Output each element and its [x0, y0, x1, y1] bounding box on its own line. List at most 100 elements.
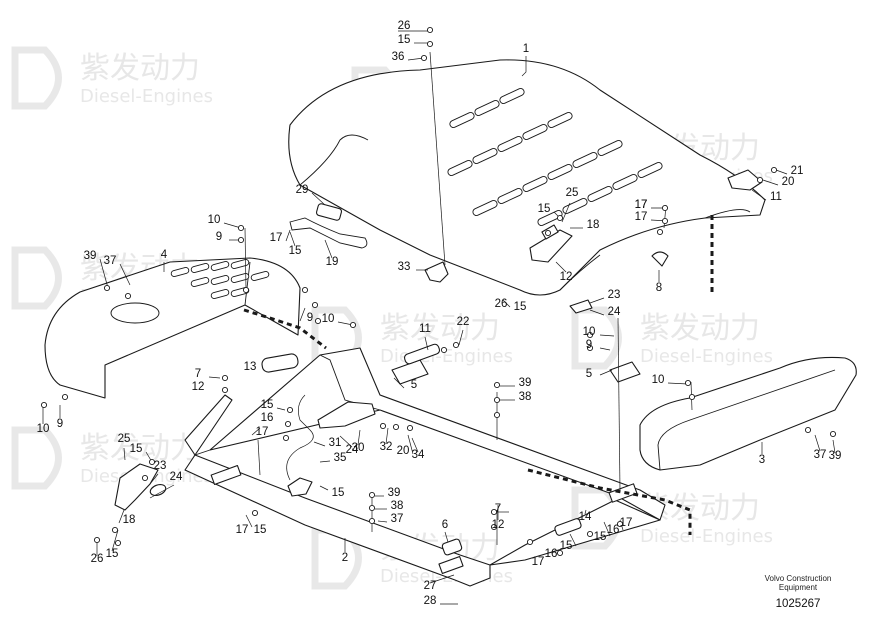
leader-line	[311, 192, 326, 206]
part-11-rod	[403, 343, 441, 365]
callout-number: 4	[161, 249, 168, 261]
vent-slot	[497, 136, 523, 152]
callout-number: 5	[586, 368, 592, 380]
leader-line	[123, 447, 126, 461]
leader-line	[289, 231, 296, 247]
part-23-lock-assembly	[114, 463, 167, 511]
assembly-axis	[244, 227, 247, 291]
assembly-axis	[257, 439, 261, 476]
leader-line	[393, 377, 405, 389]
leader-line	[569, 533, 577, 547]
leader-line	[599, 347, 611, 351]
vent-slot	[597, 140, 623, 156]
leader-line	[667, 382, 689, 385]
fastener	[368, 517, 376, 525]
fastener	[556, 214, 564, 222]
callout-number: 25	[566, 187, 579, 199]
fastener	[103, 284, 111, 292]
fastener	[111, 526, 119, 534]
leader-line	[424, 336, 429, 351]
leader-line	[313, 441, 326, 447]
fastener	[311, 301, 319, 309]
vent-slot	[522, 124, 548, 140]
fastener	[61, 393, 69, 401]
callout-number: 12	[492, 519, 505, 531]
part-33-bracket	[424, 261, 449, 283]
callout-number: 23	[608, 289, 621, 301]
callout-number: 35	[334, 452, 347, 464]
leader-line	[208, 376, 221, 379]
callout-number: 11	[419, 323, 431, 335]
vent-slot	[472, 148, 498, 164]
callout-number: 17	[236, 524, 249, 536]
callout-number: 18	[587, 219, 600, 231]
leader-line	[444, 531, 449, 543]
callout-number: 39	[519, 377, 532, 389]
leader-line	[245, 514, 253, 528]
watermark-cn: 紫发动力	[80, 51, 200, 86]
fastener	[586, 344, 594, 352]
vent-slot	[547, 112, 573, 128]
leader-line	[555, 261, 567, 273]
watermark-en: Diesel-Engines	[80, 86, 213, 107]
callout-number: 26	[495, 298, 508, 310]
fastener	[426, 26, 434, 34]
callout-number: 10	[652, 374, 665, 386]
callout-number: 26	[398, 20, 411, 32]
fastener	[286, 406, 294, 414]
part-11-hinge	[727, 169, 763, 191]
assembly-dashed-lines	[243, 215, 714, 535]
callout-number: 37	[391, 513, 404, 525]
cover-slot	[230, 258, 250, 270]
fastener	[426, 40, 434, 48]
leader-line	[276, 407, 286, 411]
part-13-damper	[261, 353, 299, 373]
callout-number: 33	[398, 261, 411, 273]
fastener	[392, 423, 400, 431]
watermark-cn: 紫发动力	[640, 311, 760, 346]
fastener	[237, 224, 245, 232]
fastener	[406, 424, 414, 432]
part-14-strip	[554, 518, 582, 536]
callout-number: 37	[814, 449, 827, 461]
callout-number: 25	[118, 433, 131, 445]
callout-number: 16	[607, 524, 620, 536]
fastener	[493, 396, 501, 404]
cover-slot	[210, 260, 230, 272]
callout-number: 27	[424, 580, 437, 592]
callout-number: 20	[782, 176, 795, 188]
fastener	[148, 458, 156, 466]
callout-number: 7	[195, 368, 201, 380]
callout-number: 15	[514, 301, 527, 313]
leader-line	[521, 56, 527, 77]
footer-line-1: Volvo Construction	[765, 574, 832, 583]
callout-labels: 1234556778999910101010101111121212131415…	[37, 20, 842, 607]
leader-line	[814, 434, 821, 452]
leader-line	[411, 437, 419, 453]
callout-number: 10	[583, 326, 596, 338]
callout-number: 15	[398, 34, 411, 46]
callout-number: 8	[656, 282, 662, 294]
fastener	[114, 539, 122, 547]
fastener	[804, 426, 812, 434]
callout-number: 6	[442, 519, 448, 531]
part-5-hinge-plate	[391, 359, 641, 385]
leader-line	[458, 329, 464, 346]
callout-number: 39	[388, 487, 401, 499]
fastener	[586, 331, 594, 339]
fastener	[684, 379, 692, 387]
cover-slot	[190, 262, 210, 274]
part-2-frame	[184, 347, 666, 587]
fastener	[493, 411, 501, 419]
callout-number: 17	[620, 517, 633, 529]
vent-slot	[562, 198, 588, 214]
fastener	[770, 166, 778, 174]
callout-number: 17	[256, 426, 269, 438]
vent-slot	[474, 100, 500, 116]
callout-number: 15	[106, 548, 119, 560]
fastener	[688, 393, 696, 401]
fastener	[124, 292, 132, 300]
